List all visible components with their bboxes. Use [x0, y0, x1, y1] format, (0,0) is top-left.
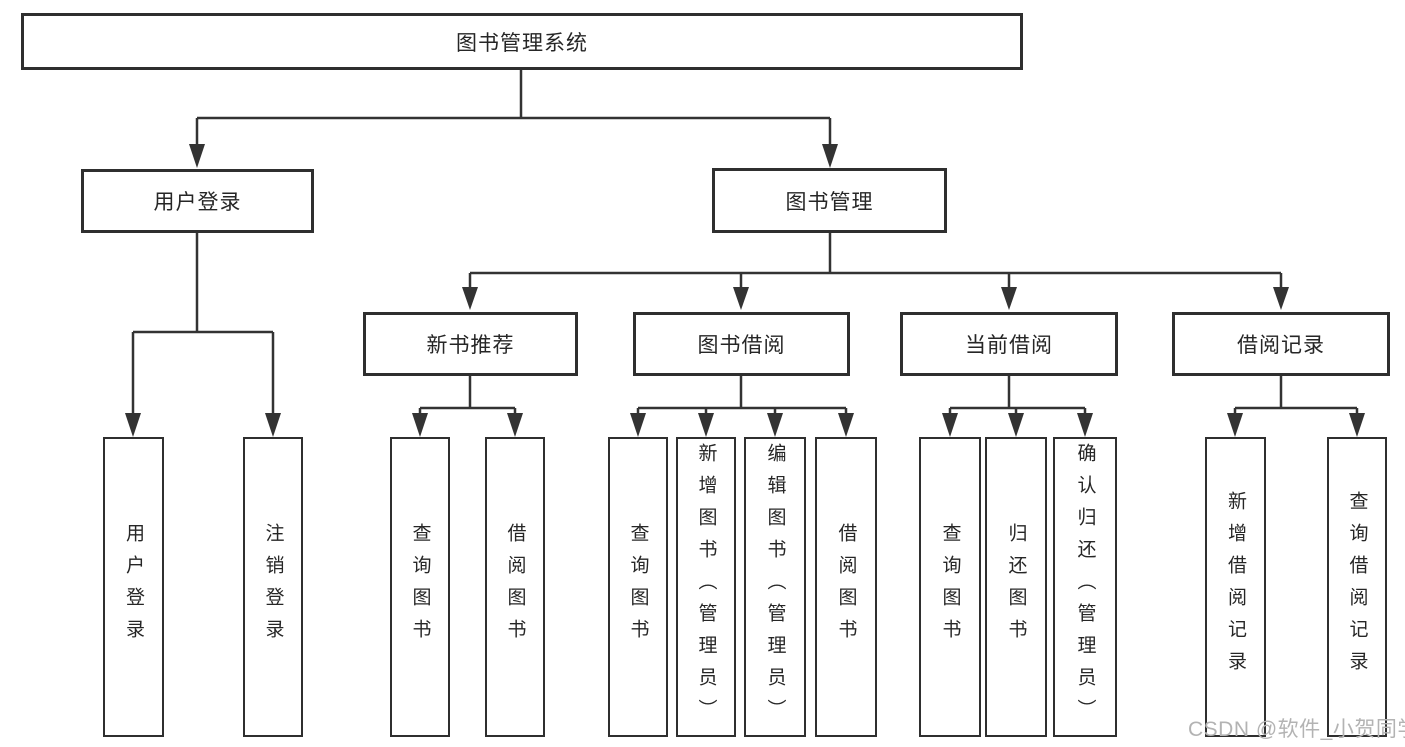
- leaf-return-books: 归还图书: [985, 437, 1047, 737]
- node-book-borrow: 图书借阅: [633, 312, 850, 376]
- leaf-borrow-books-recommend: 借阅图书: [485, 437, 545, 737]
- connector-current-borrow: [948, 376, 1087, 417]
- leaf-label: 借阅图书: [835, 523, 857, 651]
- arrow-icon: [767, 413, 783, 437]
- leaf-add-borrow-record: 新增借阅记录: [1205, 437, 1266, 737]
- connector-book-management: [468, 233, 1283, 292]
- leaf-borrow-books: 借阅图书: [815, 437, 877, 737]
- csdn-watermark: CSDN @软件_小贺同学: [1188, 718, 1405, 741]
- connector-root: [195, 70, 832, 148]
- leaf-label: 查询借阅记录: [1346, 491, 1368, 683]
- connector-book-borrow: [636, 376, 848, 417]
- arrowheads: [125, 144, 1365, 437]
- arrow-icon: [462, 287, 478, 310]
- leaf-query-books-current: 查询图书: [919, 437, 981, 737]
- arrow-icon: [1349, 413, 1365, 437]
- arrow-icon: [822, 144, 838, 168]
- leaf-label: 归还图书: [1005, 523, 1027, 651]
- arrow-icon: [189, 144, 205, 168]
- arrow-icon: [698, 413, 714, 437]
- leaf-label: 查询图书: [627, 523, 649, 651]
- node-borrow-records: 借阅记录: [1172, 312, 1390, 376]
- arrow-icon: [942, 413, 958, 437]
- leaf-label: 确认归还（管理员）: [1074, 443, 1096, 731]
- node-book-management: 图书管理: [712, 168, 947, 233]
- arrow-icon: [838, 413, 854, 437]
- leaf-label: 注销登录: [262, 523, 284, 651]
- arrow-icon: [265, 413, 281, 437]
- leaf-query-books-borrow: 查询图书: [608, 437, 668, 737]
- arrow-icon: [1008, 413, 1024, 437]
- leaf-label: 借阅图书: [504, 523, 526, 651]
- node-label: 当前借阅: [965, 334, 1053, 357]
- leaf-query-books-recommend: 查询图书: [390, 437, 450, 737]
- connector-borrow-records: [1233, 376, 1359, 417]
- connector-new-book: [418, 376, 517, 417]
- node-current-borrow: 当前借阅: [900, 312, 1118, 376]
- leaf-confirm-return-admin: 确认归还（管理员）: [1053, 437, 1117, 737]
- node-library-system: 图书管理系统: [21, 13, 1023, 70]
- arrow-icon: [412, 413, 428, 437]
- leaf-label: 新增图书（管理员）: [695, 443, 717, 731]
- leaf-label: 编辑图书（管理员）: [764, 443, 786, 731]
- node-label: 图书管理系统: [456, 31, 588, 55]
- arrow-icon: [630, 413, 646, 437]
- node-label: 用户登录: [153, 191, 242, 214]
- arrow-icon: [507, 413, 523, 437]
- leaf-add-books-admin: 新增图书（管理员）: [676, 437, 736, 737]
- arrow-icon: [1227, 413, 1243, 437]
- arrow-icon: [125, 413, 141, 437]
- leaf-label: 新增借阅记录: [1225, 491, 1246, 683]
- arrow-icon: [1273, 287, 1289, 310]
- leaf-logout: 注销登录: [243, 437, 303, 737]
- node-new-book-recommend: 新书推荐: [363, 312, 578, 376]
- node-label: 新书推荐: [426, 334, 515, 357]
- leaf-query-borrow-record: 查询借阅记录: [1327, 437, 1387, 737]
- connector-user-login: [131, 233, 275, 417]
- leaf-label: 用户登录: [123, 523, 144, 651]
- node-user-login: 用户登录: [81, 169, 314, 233]
- node-label: 图书管理: [785, 190, 874, 214]
- leaf-user-login: 用户登录: [103, 437, 164, 737]
- leaf-label: 查询图书: [409, 523, 431, 651]
- arrow-icon: [1077, 413, 1093, 437]
- leaf-edit-books-admin: 编辑图书（管理员）: [744, 437, 806, 737]
- node-label: 图书借阅: [697, 334, 786, 357]
- leaf-label: 查询图书: [939, 523, 961, 651]
- arrow-icon: [733, 287, 749, 310]
- node-label: 借阅记录: [1237, 334, 1325, 357]
- arrow-icon: [1001, 287, 1017, 310]
